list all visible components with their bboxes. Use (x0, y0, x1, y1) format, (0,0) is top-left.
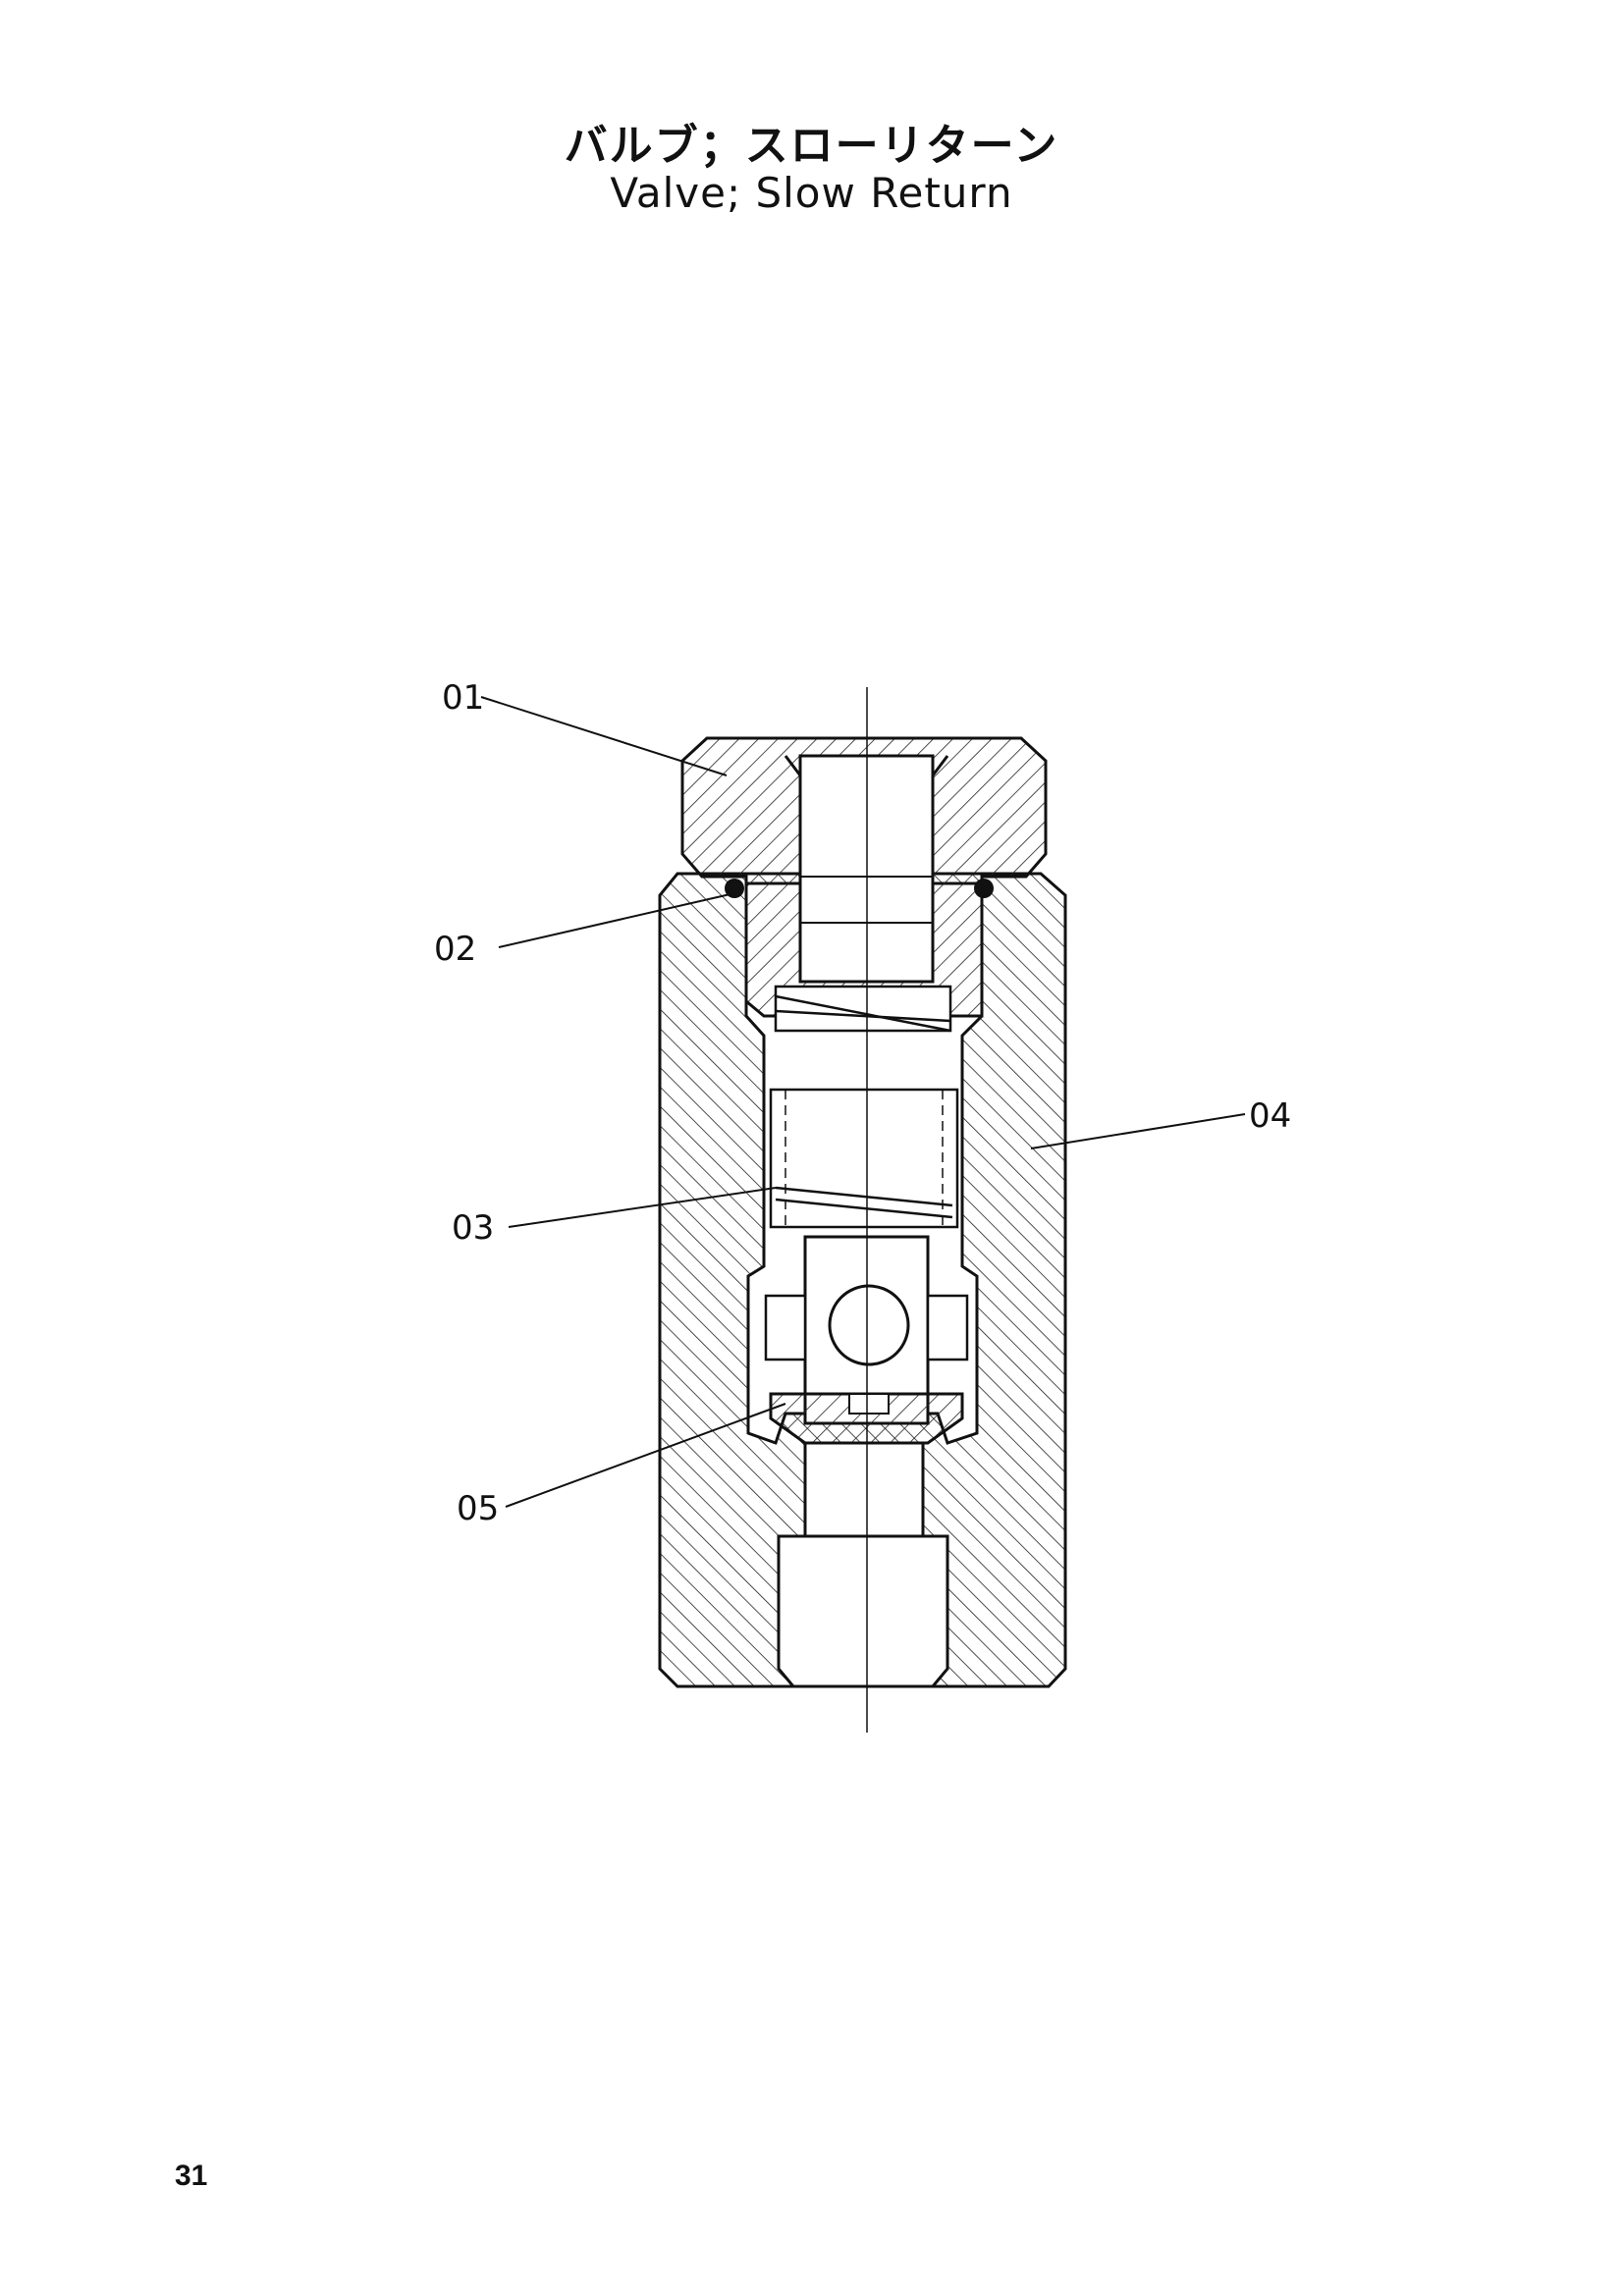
callout-04: 04 (1249, 1096, 1291, 1136)
page-number: 31 (175, 2160, 208, 2192)
leader-lines (480, 696, 1246, 1508)
spring-assembly (769, 985, 959, 1229)
title-japanese: バルブ；スローリターン (564, 121, 1059, 171)
callout-03: 03 (452, 1208, 494, 1248)
callout-01: 01 (442, 678, 484, 718)
title-english: Valve; Slow Return (610, 169, 1013, 217)
callout-02: 02 (434, 930, 476, 969)
o-ring-seals (725, 879, 994, 898)
callout-05: 05 (457, 1489, 499, 1528)
